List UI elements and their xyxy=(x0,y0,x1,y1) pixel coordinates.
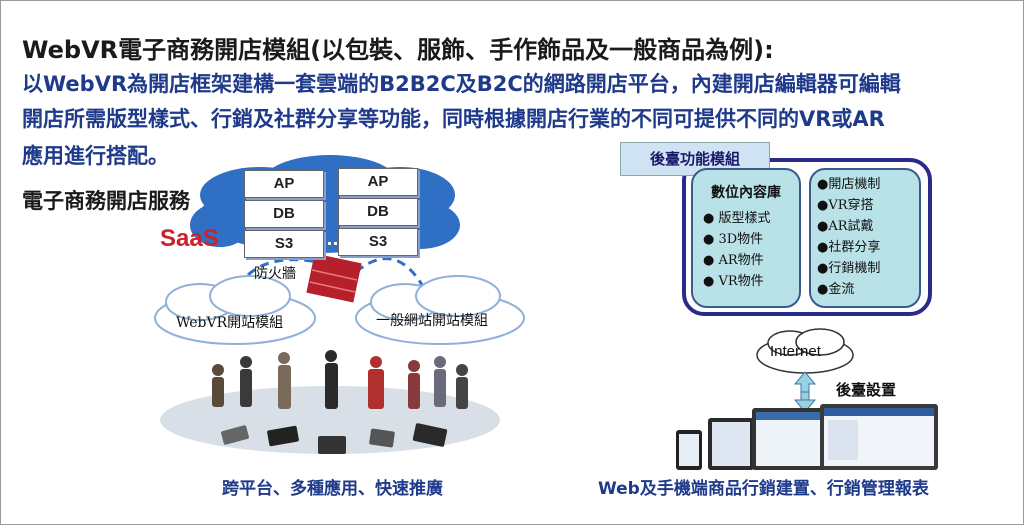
list-item: ●金流 xyxy=(817,282,855,297)
stack-right-db: DB xyxy=(338,198,418,226)
list-item: ●VR穿搭 xyxy=(817,198,874,213)
saas-label: SaaS xyxy=(160,225,219,252)
firewall-label: 防火牆 xyxy=(254,266,296,282)
internet-cloud xyxy=(756,328,854,374)
ec-service-label: 電子商務開店服務 xyxy=(22,189,190,213)
saas-cloud xyxy=(190,155,460,253)
feature-panel: ●開店機制 ●VR穿搭 ●AR試戴 ●社群分享 ●行銷機制 ●金流 xyxy=(809,168,921,308)
list-item: ●AR試戴 xyxy=(817,219,874,234)
webvr-module-label: WebVR開站模組 xyxy=(176,315,284,331)
stack-left-s3: S3 xyxy=(244,230,324,258)
admin-devices xyxy=(676,404,938,470)
list-item: ●行銷機制 xyxy=(817,261,881,276)
admin-setup-label: 後臺設置 xyxy=(836,381,897,399)
right-caption: Web及手機端商品行銷建置、行銷管理報表 xyxy=(598,479,929,499)
list-item: ●社群分享 xyxy=(817,240,881,255)
description-line-2: 開店所需版型樣式、行銷及社群分享等功能，同時根據開店行業的不同可提供不同的VR或… xyxy=(22,107,885,131)
list-item: ● VR物件 xyxy=(703,274,764,289)
devices-group xyxy=(221,423,448,454)
internet-label: Internet xyxy=(770,343,821,360)
people-group xyxy=(212,350,468,409)
stack-left-db: DB xyxy=(244,200,324,228)
left-caption: 跨平台、多種應用、快速推廣 xyxy=(222,479,443,499)
general-cloud xyxy=(355,275,525,345)
server-stack-right: AP DB S3 xyxy=(338,168,418,258)
digital-content-panel: 數位內容庫 ● 版型樣式 ● 3D物件 ● AR物件 ● VR物件 xyxy=(691,168,801,308)
digital-content-title: 數位內容庫 xyxy=(711,185,781,201)
list-item: ●開店機制 xyxy=(817,177,881,192)
stack-left-ap: AP xyxy=(244,170,324,198)
server-stack-left: AP DB S3 xyxy=(244,170,324,260)
link-left xyxy=(230,258,319,301)
list-item: ● 版型樣式 xyxy=(703,211,771,226)
webvr-cloud xyxy=(154,275,316,345)
list-item: ● AR物件 xyxy=(703,253,764,268)
description-line-3: 應用進行搭配。 xyxy=(22,144,169,168)
list-item: ● 3D物件 xyxy=(703,232,764,247)
general-module-label: 一般網站開站模組 xyxy=(376,313,488,329)
firewall-icon xyxy=(306,253,362,303)
page-title: WebVR電子商務開店模組(以包裝、服飾、手作飾品及一般商品為例): xyxy=(22,36,774,64)
stack-right-ap: AP xyxy=(338,168,418,196)
double-arrow-icon xyxy=(793,371,817,413)
stack-right-s3: S3 xyxy=(338,228,418,256)
description-line-1: 以WebVR為開店框架建構一套雲端的B2B2C及B2C的網路開店平台，內建開店編… xyxy=(22,72,901,96)
